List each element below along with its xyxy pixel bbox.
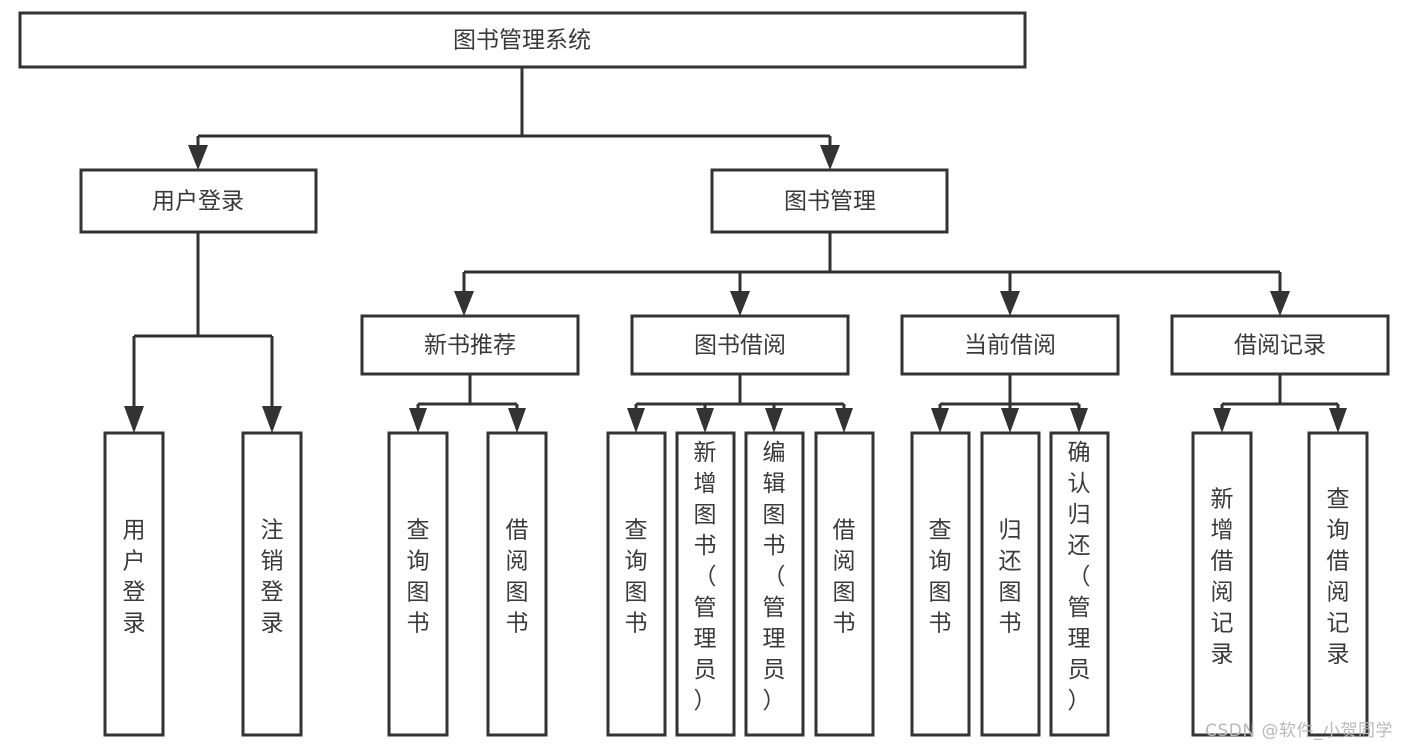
node-book-borrow-label: 图书借阅 [694,333,786,359]
leaf-edit-book-admin[interactable]: 编辑图书（管理员） [744,431,805,737]
leaf-query-book-recommend-box[interactable] [387,431,449,737]
arrowhead-leaf-borrow-book-a [508,408,526,433]
leaf-add-borrow-record-box[interactable] [1191,431,1253,737]
arrowhead-borrow-record [1270,291,1290,316]
leaf-user-login-box[interactable] [103,431,165,737]
arrowhead-leaf-logout [262,406,282,433]
leaf-query-book-borrow-box[interactable] [606,431,667,737]
leaf-add-book-admin-label: 新增图书（管理员） [694,440,717,714]
leaf-query-book-recommend[interactable]: 查询图书 [387,431,449,737]
node-borrow-record-box[interactable] [1170,314,1390,376]
leaf-user-login-label: 用户登录 [123,518,146,637]
leaf-confirm-return-admin-label: 确认归还（管理员） [1068,440,1091,714]
leaf-user-login[interactable]: 用户登录 [103,431,165,737]
node-book-management-box[interactable] [710,168,949,234]
leaf-return-book-box[interactable] [980,431,1041,737]
node-user-login-box[interactable] [79,168,318,234]
arrowhead-leaf-confirm-return [1070,408,1088,433]
leaf-return-book-label: 归还图书 [999,518,1022,637]
leaf-query-book-current-label: 查询图书 [929,518,952,637]
arrowhead-leaf-query-book-b [627,408,645,433]
leaf-return-book[interactable]: 归还图书 [980,431,1041,737]
leaf-edit-book-admin-box[interactable] [744,431,805,737]
node-book-management-label: 图书管理 [784,189,876,215]
arrowhead-book-borrow [730,291,750,316]
leaf-confirm-return-admin-box[interactable] [1049,431,1110,737]
node-book-borrow-box[interactable] [630,314,850,376]
arrowhead-root-to-user-login [188,145,208,170]
arrowhead-leaf-query-book-c [931,408,949,433]
leaf-add-book-admin[interactable]: 新增图书（管理员） [675,431,736,737]
leaf-borrow-book-borrow[interactable]: 借阅图书 [814,431,875,737]
leaf-confirm-return-admin[interactable]: 确认归还（管理员） [1049,431,1110,737]
arrowhead-leaf-user-login [124,406,144,433]
node-new-book-recommend-box[interactable] [360,314,580,376]
leaf-borrow-book-recommend-label: 借阅图书 [506,518,529,637]
leaf-query-book-current-box[interactable] [910,431,971,737]
node-root-box[interactable] [18,11,1027,69]
leaf-logout-label: 注销登录 [261,518,284,637]
node-borrow-record-label: 借阅记录 [1234,333,1326,359]
node-current-borrow-label: 当前借阅 [964,333,1056,359]
arrowhead-leaf-query-record [1329,408,1347,433]
node-book-management[interactable]: 图书管理 [710,168,949,234]
arrowhead-current-borrow [1000,291,1020,316]
node-user-login-label: 用户登录 [152,189,244,215]
leaf-query-book-current[interactable]: 查询图书 [910,431,971,737]
leaf-borrow-book-borrow-label: 借阅图书 [833,518,856,637]
node-user-login[interactable]: 用户登录 [79,168,318,234]
leaf-query-book-recommend-label: 查询图书 [407,518,430,637]
leaf-query-book-borrow[interactable]: 查询图书 [606,431,667,737]
node-current-borrow[interactable]: 当前借阅 [900,314,1120,376]
arrowhead-leaf-edit-book [765,408,783,433]
node-new-book-recommend-label: 新书推荐 [424,333,516,359]
node-current-borrow-box[interactable] [900,314,1120,376]
leaf-add-book-admin-box[interactable] [675,431,736,737]
leaf-query-book-borrow-label: 查询图书 [625,518,648,637]
leaf-add-borrow-record[interactable]: 新增借阅记录 [1191,431,1253,737]
leaf-query-borrow-record-label: 查询借阅记录 [1327,487,1350,668]
leaf-borrow-book-recommend-box[interactable] [486,431,548,737]
arrowhead-leaf-add-record [1213,408,1231,433]
node-book-borrow[interactable]: 图书借阅 [630,314,850,376]
leaf-query-borrow-record[interactable]: 查询借阅记录 [1307,431,1369,737]
arrowhead-leaf-borrow-book-b [835,408,853,433]
leaf-logout[interactable]: 注销登录 [241,431,303,737]
arrowhead-leaf-return-book [1001,408,1019,433]
connector-layer [124,67,1347,433]
node-new-book-recommend[interactable]: 新书推荐 [360,314,580,376]
leaf-edit-book-admin-label: 编辑图书（管理员） [763,440,786,714]
node-borrow-record[interactable]: 借阅记录 [1170,314,1390,376]
leaf-logout-box[interactable] [241,431,303,737]
leaf-borrow-book-borrow-box[interactable] [814,431,875,737]
arrowhead-leaf-add-book [696,408,714,433]
leaf-query-borrow-record-box[interactable] [1307,431,1369,737]
node-root[interactable]: 图书管理系统 [18,11,1027,69]
leaf-borrow-book-recommend[interactable]: 借阅图书 [486,431,548,737]
arrowhead-new-book-rec [454,291,474,316]
arrowhead-root-to-book-mgmt [820,145,840,170]
node-root-label: 图书管理系统 [453,28,591,54]
arrowhead-leaf-query-book-a [409,408,427,433]
leaf-add-borrow-record-label: 新增借阅记录 [1211,487,1234,668]
